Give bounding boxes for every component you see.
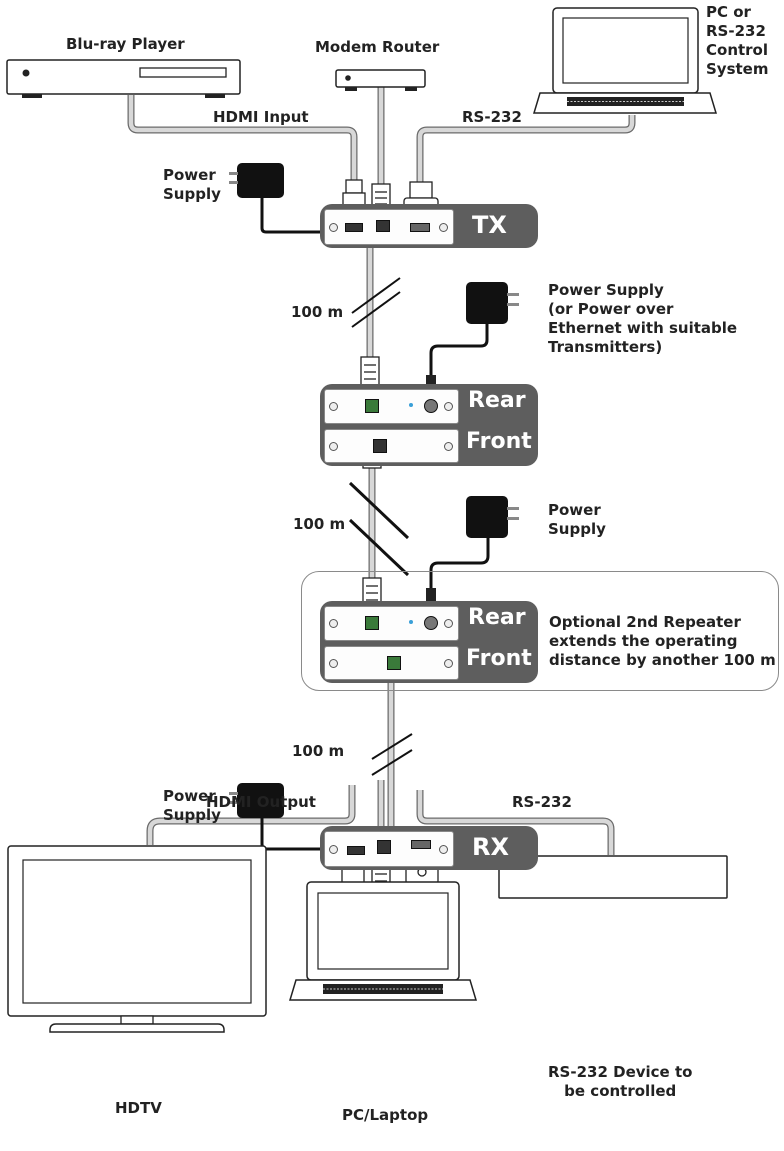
power-jack-icon: [424, 399, 438, 413]
screw-icon: [329, 402, 338, 411]
rs232-device-label: RS-232 Device to be controlled: [548, 1063, 693, 1100]
rx-label: RX: [472, 833, 509, 861]
cable-hdmi-input: [127, 95, 358, 180]
break-mark-3: [371, 733, 413, 776]
modem-router-label: Modem Router: [315, 38, 440, 56]
pc-control-laptop: [532, 7, 718, 114]
optional-repeater-frame: [301, 571, 779, 691]
rear-label: Rear: [468, 388, 526, 413]
power-jack-icon: [424, 616, 438, 630]
repeater-2-front-panel: [324, 646, 459, 680]
front-label: Front: [466, 429, 532, 454]
screw-icon: [439, 223, 448, 232]
break-mark-2: [348, 481, 410, 577]
lan-port-icon: [373, 439, 387, 453]
power-adapter-rep1: [426, 282, 519, 395]
screw-icon: [439, 845, 448, 854]
power-supply-rep2-label: Power Supply: [548, 501, 606, 538]
tx-unit: TX: [320, 204, 538, 248]
screw-icon: [329, 659, 338, 668]
screw-icon: [444, 442, 453, 451]
modem-router-device: [335, 69, 426, 91]
pc-laptop-device: [288, 881, 478, 1001]
screw-icon: [444, 659, 453, 668]
hdmi-port-icon: [347, 846, 365, 855]
distance-label-2: 100 m: [293, 515, 346, 533]
lan-port-icon: [376, 220, 390, 232]
power-adapter-tx: [229, 163, 330, 234]
tx-label: TX: [472, 211, 507, 239]
distance-label-1: 100 m: [291, 303, 344, 321]
screw-icon: [329, 223, 338, 232]
plug-lan-rep1: [360, 356, 380, 388]
power-supply-rep1-label: Power Supply (or Power over Ethernet wit…: [548, 281, 738, 356]
cable-hdmi-output: [146, 785, 356, 845]
repeater-1-rear-panel: [324, 389, 459, 424]
cable-rs232-bottom: [416, 790, 615, 855]
power-adapter-rep2: [426, 496, 519, 604]
tx-panel: [324, 209, 454, 245]
distance-label-3: 100 m: [292, 742, 345, 760]
cable-rs232-top: [416, 115, 636, 182]
rs232-port-icon: [410, 223, 430, 232]
rx-panel: [324, 831, 454, 867]
power-led-icon: [409, 403, 413, 407]
pc-laptop-label: PC/Laptop: [342, 1106, 429, 1124]
hdmi-output-label: HDMI Output: [206, 793, 316, 811]
rs232-controlled-device: [498, 855, 728, 899]
screw-icon: [444, 619, 453, 628]
rear-label: Rear: [468, 605, 526, 630]
bluray-player-device: [6, 59, 241, 98]
rx-unit: RX: [320, 826, 538, 870]
power-supply-tx-label: Power Supply: [163, 166, 221, 203]
hdtv-label: HDTV: [115, 1099, 162, 1117]
power-supply-rx-label: Power Supply: [163, 787, 221, 824]
repeater-2-rear-panel: [324, 606, 459, 641]
break-mark-1: [351, 277, 401, 328]
power-led-icon: [409, 620, 413, 624]
lan-port-icon: [365, 616, 379, 630]
hdmi-port-icon: [345, 223, 363, 232]
lan-port-icon: [387, 656, 401, 670]
lan-port-icon: [365, 399, 379, 413]
repeater-2-unit: Rear Front: [320, 601, 538, 683]
screw-icon: [329, 442, 338, 451]
screw-icon: [329, 619, 338, 628]
lan-port-icon: [377, 840, 391, 854]
front-label: Front: [466, 646, 532, 671]
rs232-port-icon: [411, 840, 431, 849]
screw-icon: [444, 402, 453, 411]
bluray-player-label: Blu-ray Player: [66, 35, 185, 53]
hdmi-input-label: HDMI Input: [213, 108, 309, 126]
screw-icon: [329, 845, 338, 854]
rs232-bottom-label: RS-232: [512, 793, 572, 811]
repeater-1-unit: Rear Front: [320, 384, 538, 466]
optional-repeater-note: Optional 2nd Repeater extends the operat…: [549, 613, 776, 669]
hdtv-device: [7, 845, 267, 1033]
rs232-top-label: RS-232: [462, 108, 522, 126]
repeater-1-front-panel: [324, 429, 459, 463]
pc-control-label: PC or RS-232 Control System: [706, 3, 769, 78]
plug-lan-rep2: [362, 577, 382, 609]
